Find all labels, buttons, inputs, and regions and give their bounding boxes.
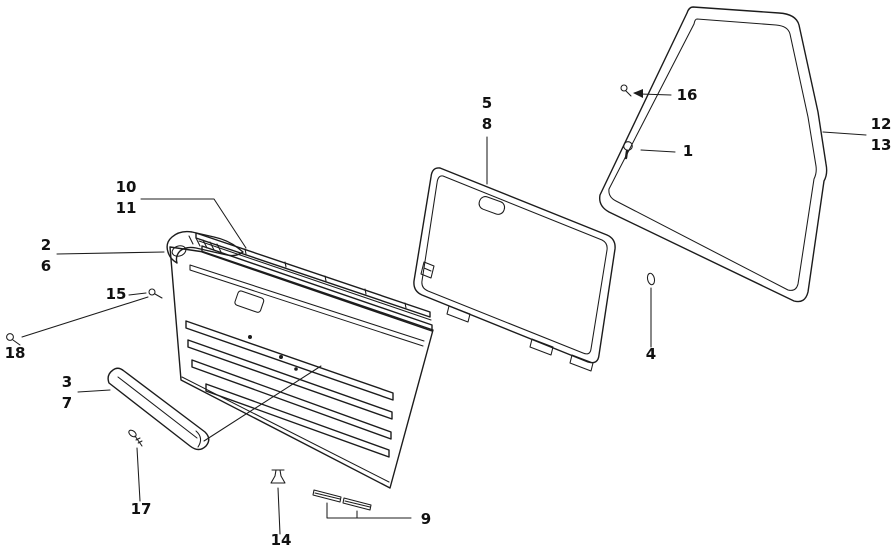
leader-1: [640, 149, 676, 153]
armrest: [107, 367, 210, 451]
lower-strip-4: [205, 383, 390, 458]
bracket-9b-outline: [342, 497, 372, 511]
callout-13: 13: [871, 136, 892, 154]
molding-clip-ticks: [244, 248, 407, 309]
door-weatherstrip: [599, 6, 828, 303]
callout-4: 4: [646, 345, 656, 363]
shield-panel-outer: [413, 167, 616, 364]
leader-14: [277, 487, 281, 535]
leader-10-11: [140, 198, 247, 249]
shield-tab-1: [446, 305, 471, 323]
clip-4: [646, 272, 656, 286]
leader-12-13: [822, 131, 867, 136]
leader-17: [136, 447, 141, 502]
door-pull-cup: [171, 245, 187, 257]
callout-10: 10: [116, 178, 137, 196]
shield-panel-inner: [421, 175, 608, 355]
callout-8: 8: [482, 115, 492, 133]
leader-2-6: [56, 251, 165, 255]
callout-labels: 10 11 2 6 15 18 3 7 17 14 9 5 8 4 16 1 1…: [5, 86, 892, 549]
screw-17: [128, 429, 143, 447]
grommet-1-stem: [624, 149, 629, 160]
lower-strip-3: [191, 359, 392, 440]
callout-14: 14: [271, 531, 292, 549]
callout-18: 18: [5, 344, 26, 362]
clip-screw-16: [620, 84, 632, 97]
clip-18: [6, 333, 21, 346]
clip-18-head: [6, 333, 14, 341]
clip-15-head: [148, 288, 156, 296]
armrest-end-line: [195, 430, 202, 448]
leader-3-7: [77, 389, 111, 393]
panel-pocket: [234, 290, 265, 313]
callout-6: 6: [41, 257, 51, 275]
clip-15-shaft: [154, 293, 163, 299]
top-molding-upper: [195, 232, 431, 318]
shield-panel: [413, 167, 616, 372]
callout-7: 7: [62, 394, 72, 412]
leader-15: [128, 292, 147, 296]
panel-screw-hole-1: [248, 335, 252, 339]
weatherstrip-inner: [608, 18, 817, 291]
door-trim-panel: [166, 230, 434, 489]
callout-15: 15: [106, 285, 127, 303]
bracket-9a-outline: [312, 489, 342, 503]
clip-4-body: [646, 272, 656, 286]
leader-9: [326, 502, 412, 519]
door-trim-panel-outline: [169, 246, 434, 489]
bracket-9a: [312, 489, 342, 503]
callout-17: 17: [131, 500, 152, 518]
leader-16: [639, 93, 672, 96]
lower-strip-1: [185, 320, 394, 401]
clip-16-head: [620, 84, 628, 92]
callout-9: 9: [421, 510, 431, 528]
shield-hand-slot: [478, 196, 506, 215]
clip-18-shaft: [12, 339, 21, 346]
armrest-mount-line: [203, 365, 322, 442]
callout-1: 1: [683, 142, 693, 160]
fasteners: [6, 84, 656, 511]
armrest-outline: [107, 367, 210, 451]
screw-17-shaft: [134, 435, 143, 447]
door-trim-panel-bottom-edge-line: [181, 376, 390, 483]
weatherstrip-outer: [599, 6, 828, 303]
screw-17-head: [128, 429, 137, 438]
panel-screw-hole-3: [294, 367, 298, 371]
lower-strip-2: [187, 339, 393, 420]
door-pull-hatching: [188, 235, 222, 253]
clip-16-shaft: [625, 90, 632, 97]
clip-14-body: [270, 469, 286, 484]
callout-5: 5: [482, 94, 492, 112]
callout-11: 11: [116, 199, 137, 217]
shield-tab-3: [569, 354, 594, 372]
leader-18: [21, 296, 149, 338]
callout-2: 2: [41, 236, 51, 254]
top-molding-mid-line: [198, 240, 432, 321]
clip-14: [270, 469, 286, 484]
shield-tab-2: [529, 338, 554, 356]
grommet-1-cap: [623, 141, 633, 151]
callout-16: 16: [677, 86, 698, 104]
upper-trim-strip: [189, 264, 425, 347]
bracket-9b: [342, 497, 372, 511]
shield-clip-slot: [420, 261, 435, 279]
callout-3: 3: [62, 373, 72, 391]
grommet-1: [623, 141, 633, 160]
leader-lines: [21, 89, 867, 535]
clip-15: [148, 288, 163, 299]
arrowhead-16: [633, 89, 643, 98]
panel-screw-hole-2: [279, 355, 283, 359]
armrest-inner-line: [117, 376, 198, 439]
door-pull-handle: [166, 230, 244, 264]
callout-12: 12: [871, 115, 892, 133]
